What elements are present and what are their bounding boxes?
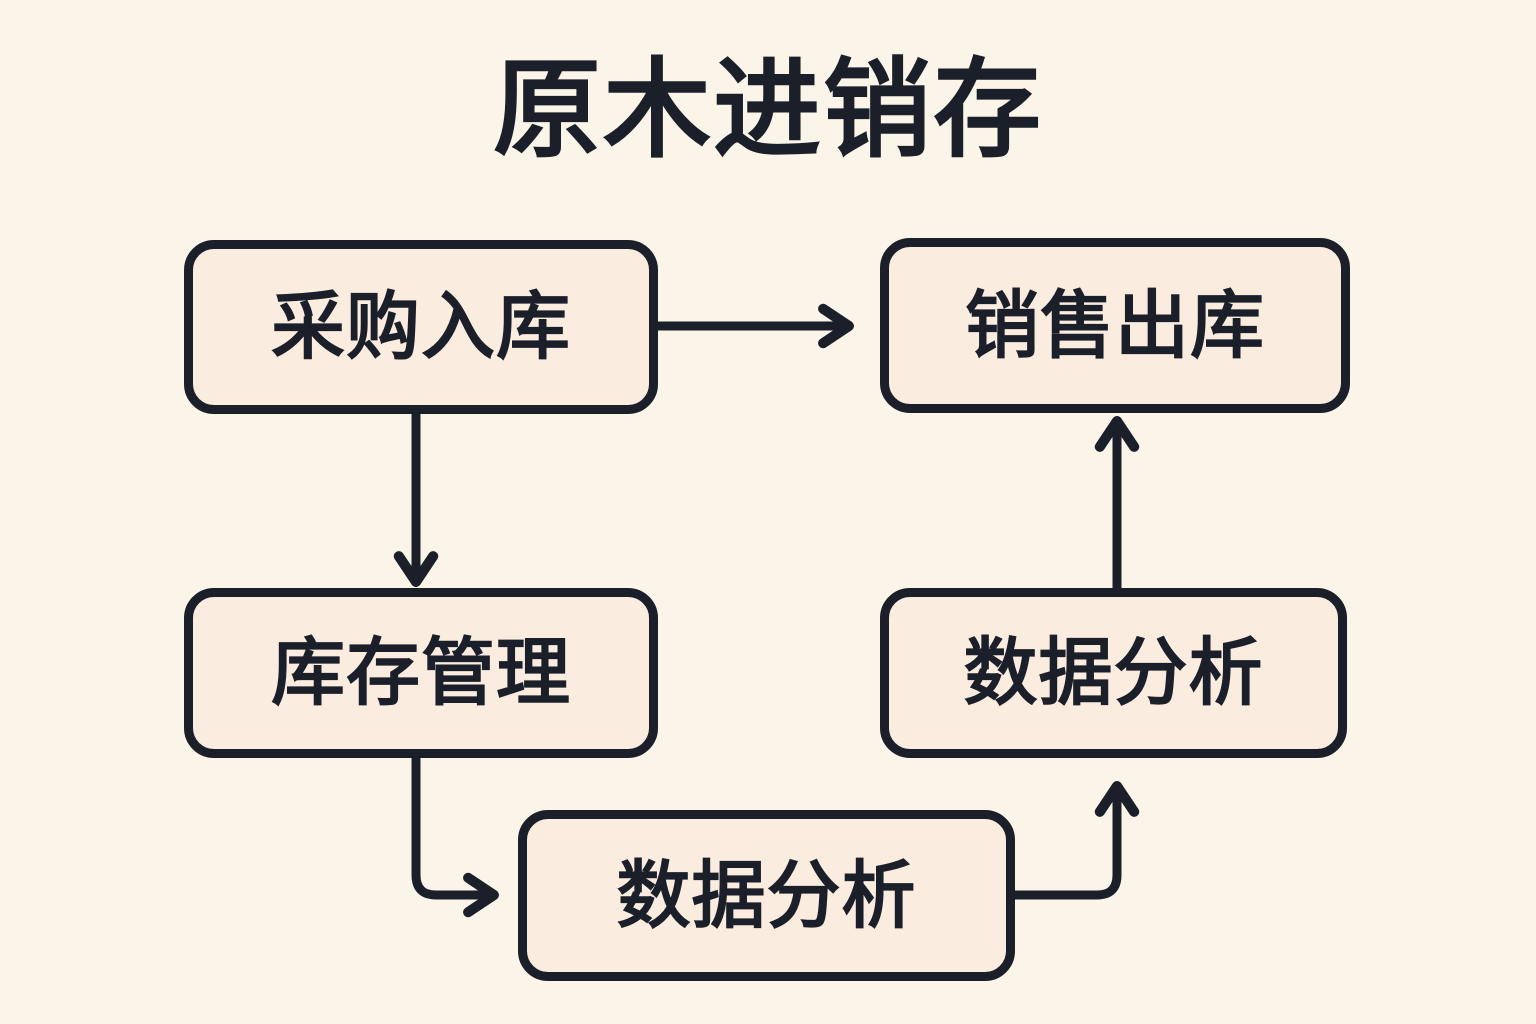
node-data-analysis-right-label: 数据分析 xyxy=(963,631,1264,714)
node-purchase-inbound-label: 采购入库 xyxy=(271,285,571,368)
node-inventory-management-label: 库存管理 xyxy=(271,631,571,714)
node-data-analysis-bottom-label: 数据分析 xyxy=(616,853,917,937)
node-purchase-inbound[interactable]: 采购入库 xyxy=(184,240,658,414)
node-data-analysis-bottom[interactable]: 数据分析 xyxy=(518,810,1015,981)
node-sales-outbound[interactable]: 销售出库 xyxy=(880,238,1350,413)
edge-analysis-bottom-to-analysis-right xyxy=(1010,781,1140,900)
node-data-analysis-right[interactable]: 数据分析 xyxy=(880,588,1347,758)
node-sales-outbound-label: 销售出库 xyxy=(965,283,1265,367)
edge-inventory-to-analysis-bottom xyxy=(411,753,499,918)
node-inventory-management[interactable]: 库存管理 xyxy=(184,588,658,758)
page-title: 原木进销存 xyxy=(492,49,1043,170)
